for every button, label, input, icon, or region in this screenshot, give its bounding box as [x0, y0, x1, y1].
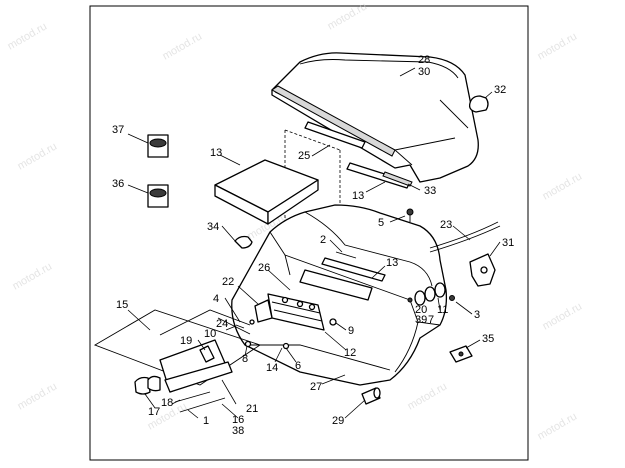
callout-29: 29 [332, 415, 344, 427]
callout-36: 36 [112, 178, 124, 190]
bracket-part [469, 253, 496, 287]
callout-2: 2 [320, 234, 326, 246]
callout-20: 20 [415, 304, 427, 316]
seal-part [429, 221, 501, 253]
cap-part [234, 235, 253, 249]
callout-34: 34 [207, 221, 219, 233]
washer-group [407, 282, 455, 306]
callout-22: 22 [222, 276, 234, 288]
callout-13-pad: 13 [210, 147, 222, 159]
hinge-assembly [254, 293, 325, 331]
callout-38: 38 [232, 425, 244, 437]
callout-13-strip: 13 [352, 190, 364, 202]
callout-19: 19 [180, 335, 192, 347]
callout-9: 9 [348, 325, 354, 337]
trim-strips [304, 121, 413, 189]
callout-39: 39 [415, 314, 427, 326]
callout-13-bar: 13 [386, 257, 398, 269]
callout-8: 8 [242, 353, 248, 365]
watermark-text: motod.ru [6, 20, 50, 52]
callout-15: 15 [116, 299, 128, 311]
callout-6: 6 [295, 360, 301, 372]
watermark-text: motod.ru [541, 300, 585, 332]
emblem-37 [147, 134, 169, 158]
plate-part [449, 345, 473, 363]
pad-part [214, 159, 319, 225]
callout-labels: 28 30 32 37 36 13 25 13 33 5 34 23 31 2 … [112, 54, 514, 437]
watermark-text: motod.ru [406, 380, 450, 412]
lid-part [271, 52, 479, 183]
watermark-text: motod.ru [161, 30, 205, 62]
callout-23: 23 [440, 219, 452, 231]
watermark-text: motod.ru [11, 260, 55, 292]
watermark-text: motod.ru [16, 380, 60, 412]
callout-26: 26 [258, 262, 270, 274]
callout-28: 28 [418, 54, 430, 66]
watermark-text: motod.ru [536, 30, 580, 62]
callout-5: 5 [378, 217, 384, 229]
callout-10: 10 [204, 328, 216, 340]
callout-24: 24 [216, 318, 228, 330]
pin-part [361, 387, 381, 405]
watermark-text: motod.ru [16, 140, 60, 172]
callout-14: 14 [266, 362, 278, 374]
callout-27: 27 [310, 381, 322, 393]
callout-7: 7 [428, 314, 434, 326]
watermark-text: motod.ru [541, 170, 585, 202]
knob-part [468, 95, 489, 113]
callout-21: 21 [246, 403, 258, 415]
callout-16: 16 [232, 414, 244, 426]
callout-3: 3 [474, 309, 480, 321]
callout-33: 33 [424, 185, 436, 197]
emblem-36 [147, 184, 169, 208]
watermark-text: motod.ru [536, 410, 580, 442]
diagram-frame [89, 5, 529, 461]
callout-4: 4 [213, 293, 219, 305]
callout-17: 17 [148, 406, 160, 418]
callout-32: 32 [494, 84, 506, 96]
callout-12: 12 [344, 347, 356, 359]
callout-35: 35 [482, 333, 494, 345]
leader-lines [127, 67, 501, 419]
callout-37: 37 [112, 124, 124, 136]
latch-bar [299, 257, 386, 301]
callout-1: 1 [203, 415, 209, 427]
callout-30: 30 [418, 66, 430, 78]
base-part [231, 204, 448, 386]
callout-11: 11 [437, 304, 448, 316]
watermark-text: motod.ru [326, 0, 370, 32]
latch-group [93, 309, 262, 413]
callout-25: 25 [298, 150, 310, 162]
callout-18: 18 [161, 397, 173, 409]
callout-31: 31 [502, 237, 514, 249]
